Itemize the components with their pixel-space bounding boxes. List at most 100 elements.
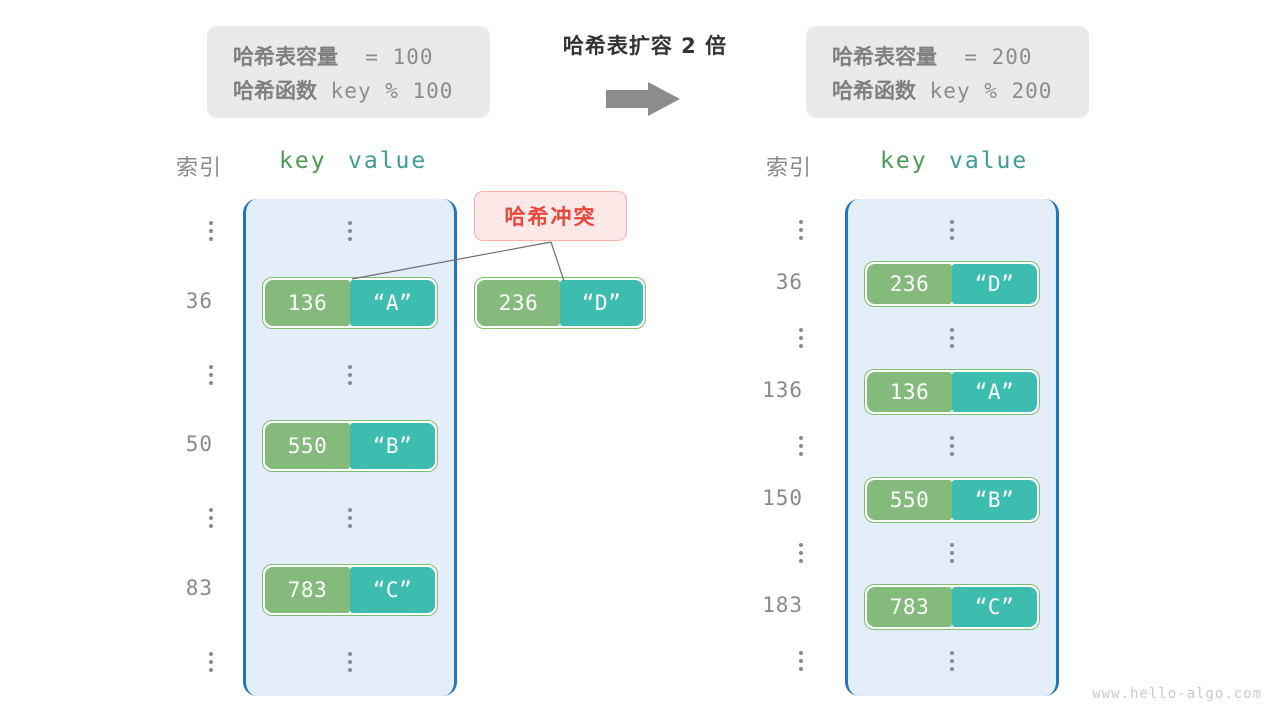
key-cell: 136 xyxy=(265,279,350,326)
table-row-ellipsis xyxy=(243,364,457,385)
ellipsis-icon xyxy=(950,651,954,672)
ellipsis-icon xyxy=(799,220,803,240)
after-function-label: 哈希函数 xyxy=(832,79,916,103)
value-cell: “B” xyxy=(952,479,1037,520)
after-header-index: 索引 xyxy=(765,156,812,181)
value-cell: “D” xyxy=(560,280,643,326)
key-value-pair[interactable]: 550“B” xyxy=(864,476,1040,523)
value-cell: “C” xyxy=(350,567,435,613)
row-index-label: 36 xyxy=(775,269,803,294)
row-index-ellipsis xyxy=(745,220,803,240)
key-cell: 550 xyxy=(867,479,952,520)
after-header-value: value xyxy=(949,148,1029,174)
ellipsis-icon xyxy=(209,651,213,672)
key-cell: 783 xyxy=(867,587,952,628)
table-row: 783“C” xyxy=(845,584,1059,631)
before-header-value: value xyxy=(348,148,428,174)
arrow-right-icon xyxy=(606,82,680,116)
value-cell: “A” xyxy=(350,279,435,326)
table-row: 550“B” xyxy=(845,476,1059,523)
before-function-line: 哈希函数 key % 100 xyxy=(233,74,464,108)
table-row: 783“C” xyxy=(243,564,457,616)
key-value-pair[interactable]: 236“D” xyxy=(864,260,1040,307)
ellipsis-icon xyxy=(950,543,954,564)
before-info-box: 哈希表容量 = 100 哈希函数 key % 100 xyxy=(207,26,490,118)
collision-badge: 哈希冲突 xyxy=(474,191,627,241)
row-index-ellipsis xyxy=(155,651,213,672)
row-index-ellipsis xyxy=(745,651,803,672)
after-function-line: 哈希函数 key % 200 xyxy=(832,74,1063,108)
table-row: 550“B” xyxy=(243,420,457,473)
key-cell: 783 xyxy=(265,567,350,613)
row-index-ellipsis xyxy=(745,327,803,348)
row-index-ellipsis xyxy=(745,543,803,564)
row-index-ellipsis xyxy=(155,221,213,241)
before-header-index: 索引 xyxy=(175,156,222,181)
ellipsis-icon xyxy=(348,508,352,529)
table-row-ellipsis xyxy=(845,435,1059,456)
table-row-ellipsis xyxy=(243,508,457,529)
after-capacity-label: 哈希表容量 xyxy=(832,45,937,69)
key-value-pair[interactable]: 236“D” xyxy=(474,277,646,329)
value-cell: “A” xyxy=(952,371,1037,412)
before-function-value: key % 100 xyxy=(330,79,454,103)
before-capacity-label: 哈希表容量 xyxy=(233,45,338,69)
row-index-label: 36 xyxy=(185,288,213,313)
after-header-key: key xyxy=(880,148,928,174)
table-row: 136“A” xyxy=(243,276,457,329)
after-function-value: key % 200 xyxy=(929,79,1053,103)
before-capacity-value: = 100 xyxy=(365,45,434,69)
table-row: 136“A” xyxy=(845,368,1059,415)
row-index-label: 136 xyxy=(762,377,803,402)
ellipsis-icon xyxy=(950,220,954,240)
ellipsis-icon xyxy=(348,651,352,672)
key-value-pair[interactable]: 136“A” xyxy=(262,276,438,329)
row-index-ellipsis xyxy=(745,435,803,456)
ellipsis-icon xyxy=(799,435,803,456)
table-row-ellipsis xyxy=(243,651,457,672)
table-row-ellipsis xyxy=(845,327,1059,348)
colliding-entry: 236“D” xyxy=(474,277,646,329)
ellipsis-icon xyxy=(799,327,803,348)
after-capacity-line: 哈希表容量 = 200 xyxy=(832,40,1063,74)
value-cell: “D” xyxy=(952,263,1037,304)
watermark: www.hello-algo.com xyxy=(1092,686,1262,702)
value-cell: “B” xyxy=(350,423,435,470)
key-cell: 236 xyxy=(477,280,560,326)
ellipsis-icon xyxy=(209,221,213,241)
before-capacity-line: 哈希表容量 = 100 xyxy=(233,40,464,74)
row-index-ellipsis xyxy=(155,508,213,529)
ellipsis-icon xyxy=(209,364,213,385)
row-index-label: 50 xyxy=(185,432,213,457)
before-function-label: 哈希函数 xyxy=(233,79,317,103)
ellipsis-icon xyxy=(950,327,954,348)
value-cell: “C” xyxy=(952,587,1037,628)
row-index-ellipsis xyxy=(155,364,213,385)
table-row-ellipsis xyxy=(243,221,457,241)
before-header-key: key xyxy=(279,148,327,174)
transition-title: 哈希表扩容 2 倍 xyxy=(562,34,728,58)
after-info-box: 哈希表容量 = 200 哈希函数 key % 200 xyxy=(806,26,1089,118)
key-value-pair[interactable]: 783“C” xyxy=(262,564,438,616)
row-index-label: 150 xyxy=(762,485,803,510)
after-capacity-value: = 200 xyxy=(964,45,1033,69)
key-value-pair[interactable]: 550“B” xyxy=(262,420,438,473)
ellipsis-icon xyxy=(799,543,803,564)
ellipsis-icon xyxy=(799,651,803,672)
row-index-label: 83 xyxy=(185,576,213,600)
table-row-ellipsis xyxy=(845,651,1059,672)
table-row-ellipsis xyxy=(845,220,1059,240)
ellipsis-icon xyxy=(209,508,213,529)
key-value-pair[interactable]: 783“C” xyxy=(864,584,1040,631)
key-value-pair[interactable]: 136“A” xyxy=(864,368,1040,415)
ellipsis-icon xyxy=(950,435,954,456)
key-cell: 550 xyxy=(265,423,350,470)
ellipsis-icon xyxy=(348,221,352,241)
key-cell: 136 xyxy=(867,371,952,412)
connector-to-new xyxy=(550,241,565,282)
table-row: 236“D” xyxy=(845,260,1059,307)
key-cell: 236 xyxy=(867,263,952,304)
row-index-label: 183 xyxy=(762,593,803,618)
table-row-ellipsis xyxy=(845,543,1059,564)
